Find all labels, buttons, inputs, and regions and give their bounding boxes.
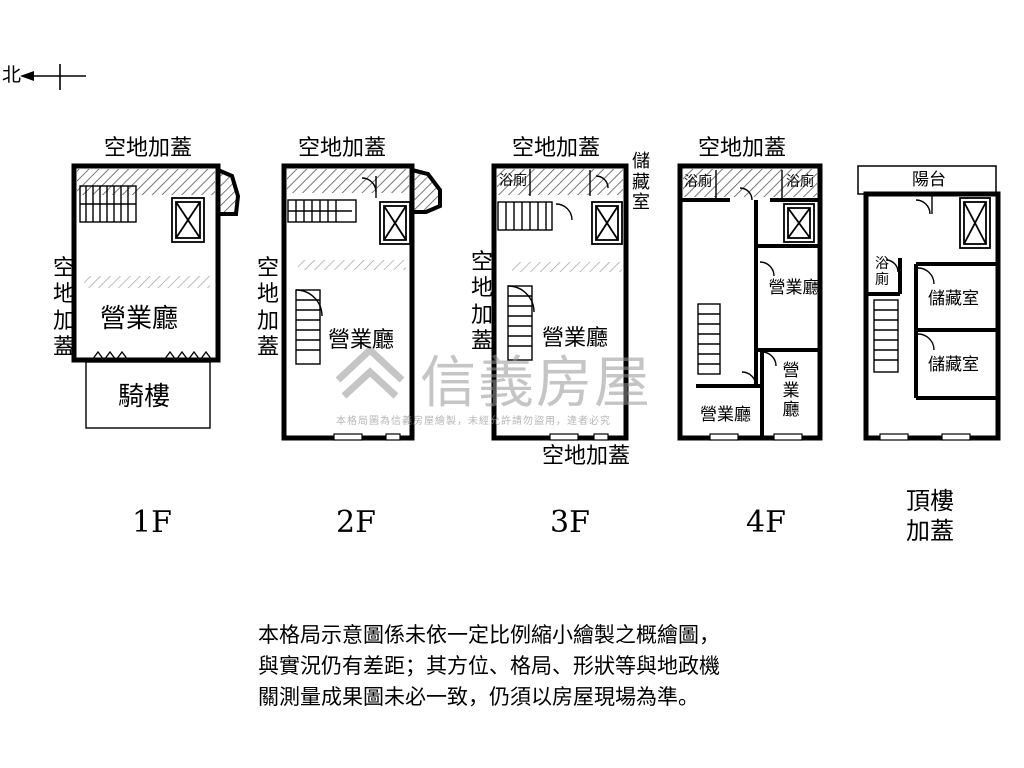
f3-side-label: 空地加蓋 — [470, 250, 493, 355]
floor-1f-plan — [71, 163, 241, 429]
north-arrow — [20, 64, 86, 90]
disclaimer-line: 與實況仍有差距；其方位、格局、形狀等與地政機 — [258, 654, 720, 678]
f1-arcade-label: 騎樓 — [118, 382, 171, 412]
f2-room-label: 營業廳 — [328, 328, 395, 353]
f3-floor-name: 3F — [550, 505, 590, 540]
floor-3f-plan — [491, 163, 629, 441]
floor-roof-plan — [857, 165, 1001, 441]
f1-side-label: 空地加蓋 — [52, 256, 75, 361]
f3-top-label: 空地加蓋 — [512, 136, 601, 161]
watermark-notice: 本格局圖為信義房屋繪製，未經允許請勿盜用，違者必究 — [336, 416, 611, 427]
north-label: 北 — [2, 64, 22, 86]
f1-top-label: 空地加蓋 — [104, 136, 193, 161]
roof-balcony-label: 陽台 — [912, 170, 946, 190]
f4-room-right-lower-label: 營業廳 — [782, 361, 800, 421]
roof-floor-name: 頂樓加蓋 — [906, 487, 954, 545]
disclaimer-line: 關測量成果圖未必一致，仍須以房屋現場為準。 — [258, 685, 699, 709]
f4-bath-right-label: 浴廁 — [786, 174, 814, 190]
f4-room-right-upper-label: 營業廳 — [768, 278, 820, 298]
f1-room-label: 營業廳 — [100, 304, 179, 334]
watermark-logo — [335, 345, 405, 399]
roof-bath-label: 浴廁 — [875, 256, 889, 289]
f4-bath-left-label: 浴廁 — [684, 174, 712, 190]
roof-storage-upper-label: 儲藏室 — [928, 289, 979, 309]
f3-bath-label: 浴廁 — [499, 173, 527, 189]
f2-top-label: 空地加蓋 — [298, 136, 387, 161]
watermark-brand: 信義房屋 — [420, 351, 652, 416]
roof-storage-lower-label: 儲藏室 — [928, 355, 979, 375]
f2-side-label: 空地加蓋 — [256, 256, 279, 361]
f3-room-label: 營業廳 — [542, 326, 609, 351]
f3-bottom-label: 空地加蓋 — [542, 444, 631, 469]
f4-top-label: 空地加蓋 — [698, 136, 787, 161]
f4-room-bottom-label: 營業廳 — [700, 405, 751, 425]
f2-floor-name: 2F — [336, 505, 376, 540]
f3-storage-label: 儲藏室 — [632, 151, 650, 214]
disclaimer-text: 本格局示意圖係未依一定比例縮小繪製之概繪圖， 與實況仍有差距；其方位、格局、形狀… — [258, 620, 720, 713]
floor-4f-plan — [677, 163, 823, 441]
f4-floor-name: 4F — [746, 505, 786, 540]
disclaimer-line: 本格局示意圖係未依一定比例縮小繪製之概繪圖， — [258, 623, 720, 647]
floor-2f-plan — [281, 163, 442, 441]
f1-floor-name: 1F — [132, 505, 172, 540]
